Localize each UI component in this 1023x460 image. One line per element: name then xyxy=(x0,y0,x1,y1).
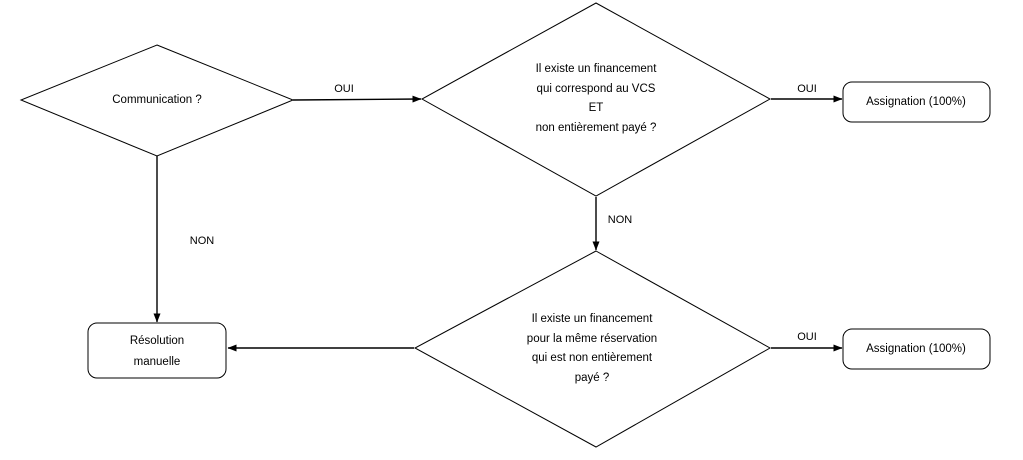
terminal-resolution-manuelle-box[interactable] xyxy=(87,322,227,379)
decision-financement-vcs-line3: ET xyxy=(589,102,604,114)
terminal-assignation-top-label: Assignation (100%) xyxy=(866,96,966,108)
edge-label-communication-non: NON xyxy=(190,235,215,247)
node-decision-communication[interactable]: Communication ? xyxy=(19,44,295,157)
node-terminal-assignation-bottom[interactable]: Assignation (100%) xyxy=(842,328,991,370)
node-decision-financement-vcs[interactable]: Il existe un financement qui correspond … xyxy=(420,2,772,197)
decision-financement-reservation-line4: payé ? xyxy=(575,372,610,384)
node-terminal-resolution-manuelle[interactable]: Résolution manuelle xyxy=(87,322,227,379)
terminal-resolution-manuelle-line1: Résolution xyxy=(130,335,184,347)
decision-financement-vcs-line1: Il existe un financement xyxy=(536,63,658,75)
node-decision-financement-reservation[interactable]: Il existe un financement pour la même ré… xyxy=(413,250,772,448)
terminal-assignation-bottom-label: Assignation (100%) xyxy=(866,343,966,355)
connector-layer: Diamond 2 --> Résolution manuelle --> As… xyxy=(153,95,843,352)
decision-financement-vcs-line4: non entièrement payé ? xyxy=(536,122,657,134)
edge-label-financement-vcs-non: NON xyxy=(608,214,633,226)
decision-communication-diamond[interactable] xyxy=(19,44,295,157)
decision-financement-reservation-line3: qui est non entièrement xyxy=(532,352,653,364)
terminal-resolution-manuelle-line2: manuelle xyxy=(134,356,181,368)
terminal-assignation-top-box[interactable] xyxy=(842,81,991,123)
node-terminal-assignation-top[interactable]: Assignation (100%) xyxy=(842,81,991,123)
decision-financement-reservation-line2: pour la même réservation xyxy=(527,333,657,345)
edge-label-financement-reservation-oui: OUI xyxy=(797,331,817,343)
terminal-assignation-bottom-box[interactable] xyxy=(842,328,991,370)
decision-communication-label: Communication ? xyxy=(112,94,201,106)
decision-financement-reservation-line1: Il existe un financement xyxy=(532,313,654,325)
edge-label-layer: OUI NON OUI NON OUI xyxy=(190,83,817,343)
decision-financement-vcs-line2: qui correspond au VCS xyxy=(537,83,656,95)
decision-financement-vcs-diamond[interactable] xyxy=(420,2,772,197)
edge-communication-oui-line xyxy=(292,95,422,103)
edge-label-communication-oui: OUI xyxy=(334,83,354,95)
edge-label-financement-vcs-oui: OUI xyxy=(797,83,817,95)
decision-financement-reservation-diamond[interactable] xyxy=(413,250,772,448)
